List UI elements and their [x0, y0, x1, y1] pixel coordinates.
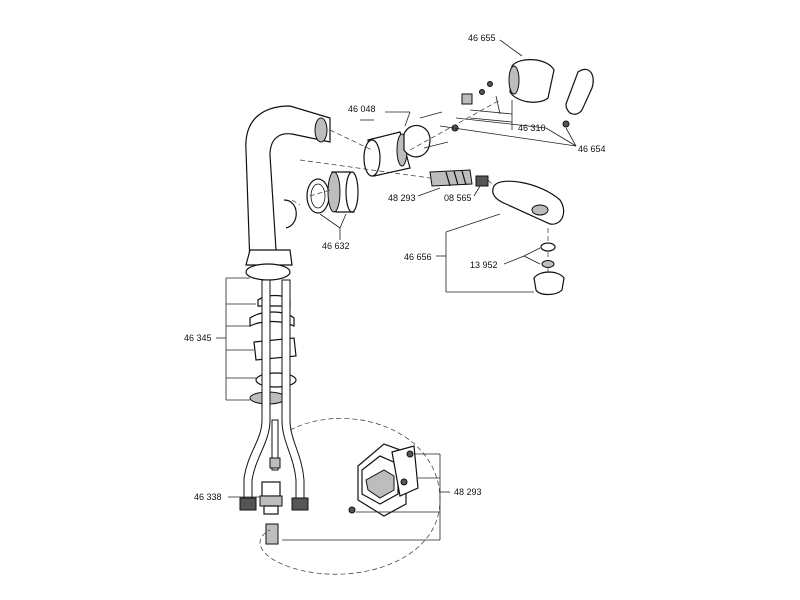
supply-hoses: [239, 279, 309, 511]
label-46656: 46 656: [404, 252, 432, 262]
set-screws: [461, 81, 493, 105]
label-08565: 08 565: [444, 193, 472, 203]
connector-sleeve: [265, 523, 279, 545]
label-46338: 46 338: [194, 492, 222, 502]
label-46632: 46 632: [322, 241, 350, 251]
label-46655: 46 655: [468, 33, 496, 43]
spray-head: [492, 180, 565, 225]
counterweight-bracket: [348, 443, 419, 517]
cartridge-nut: [403, 111, 459, 158]
handle-cap: [508, 59, 555, 103]
hose-routing-loop: [259, 418, 441, 575]
label-48293-bottom: 48 293: [454, 487, 482, 497]
label-46654: 46 654: [578, 144, 606, 154]
quick-connector: [259, 481, 283, 515]
alignment-lines: [291, 99, 549, 274]
label-13952: 13 952: [470, 260, 498, 270]
hose-connector: [429, 169, 489, 187]
label-46345: 46 345: [184, 333, 212, 343]
cartridge: [363, 131, 411, 177]
lever-handle: [562, 68, 594, 128]
label-46310: 46 310: [518, 123, 546, 133]
adapter-ring: [327, 171, 359, 213]
label-48293-top: 48 293: [388, 193, 416, 203]
leader-lines: [216, 39, 577, 541]
label-46048: 46 048: [348, 104, 376, 114]
part-number-labels: 46 655 46 048 46 310 46 654 48 293 08 56…: [184, 33, 606, 502]
spray-aerator: [533, 242, 565, 296]
